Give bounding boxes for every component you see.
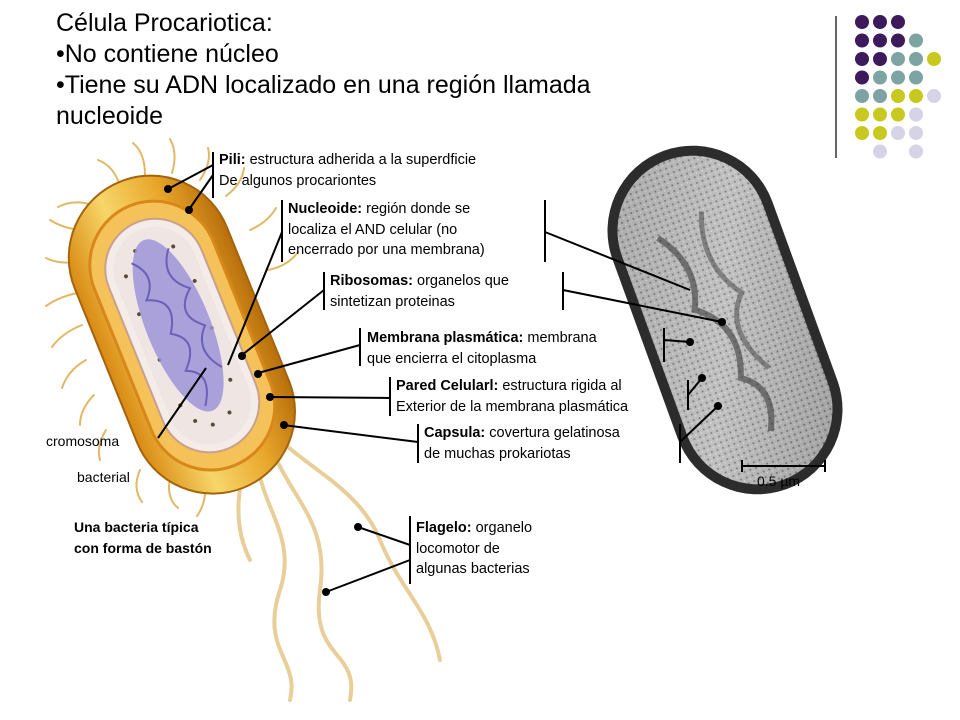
label-text: encerrado por una membrana) (288, 242, 485, 258)
label-text: región donde se (362, 201, 471, 217)
label-term: Pared Celularl: (396, 378, 499, 394)
caption-line: Una bacteria típica (74, 519, 199, 535)
title-line: nucleoide (56, 102, 164, 130)
decorative-dot (927, 52, 941, 66)
label-term: Nucleoide: (288, 201, 363, 217)
decorative-dot (873, 70, 887, 85)
decorative-dot (909, 107, 923, 122)
decorative-dot (873, 126, 887, 140)
bacterium-body (67, 174, 296, 495)
label-nucleoide: Nucleoide: región donde se localiza el A… (288, 199, 485, 261)
label-text: de muchas prokariotas (424, 445, 571, 462)
label-capsula: Capsula: covertura gelatinosa de muchas … (424, 423, 620, 464)
label-membrana: Membrana plasmática: membrana que encier… (367, 328, 597, 369)
decorative-dot (891, 107, 905, 122)
decorative-dot (855, 15, 869, 29)
label-ribosomas: Ribosomas: organelos que sintetizan prot… (330, 271, 509, 312)
decorative-dot (855, 89, 869, 103)
label-pili: Pili: estructura adherida a la superdfic… (219, 150, 476, 191)
title-line: •No contiene núcleo (56, 40, 279, 68)
label-pared: Pared Celularl: estructura rigida al Ext… (396, 376, 628, 417)
pointer-dots (164, 185, 726, 596)
title-line: •Tiene su ADN localizado en una región l… (56, 71, 591, 99)
label-text: membrana (523, 330, 597, 346)
figure-caption: Una bacteria típica con forma de bastón (74, 517, 212, 559)
label-text: Exterior de la membrana plasmática (396, 398, 629, 415)
label-term: Ribosomas: (330, 273, 413, 289)
bacterial-label: bacterial (77, 469, 130, 485)
label-text: algunas bacterias (416, 561, 530, 577)
decorative-dot (909, 33, 923, 48)
cromosoma-label: cromosoma (46, 433, 120, 449)
decorative-dot (855, 107, 869, 122)
label-term: Pili: (219, 152, 246, 168)
decorative-dot (891, 33, 905, 48)
decorative-dot (909, 144, 923, 159)
label-text: De algunos procariontes (219, 172, 377, 189)
decorative-dot (891, 126, 905, 140)
decorative-dot (909, 89, 923, 103)
decorative-dot (855, 126, 869, 140)
decorative-dot (909, 52, 923, 66)
decorative-dot (891, 70, 905, 85)
decorative-dot (927, 89, 941, 103)
label-text: que encierra el citoplasma (367, 350, 537, 367)
decorative-dot (909, 126, 923, 140)
decorative-dot (873, 15, 887, 29)
decorative-dot (909, 70, 923, 85)
label-flagelo: Flagelo: organelo locomotor de algunas b… (416, 518, 532, 580)
label-term: Flagelo: (416, 520, 472, 536)
caption-line: con forma de bastón (74, 540, 212, 556)
label-term: Capsula: (424, 425, 486, 441)
slide-title: Célula Procariotica: •No contiene núcleo… (56, 8, 816, 132)
pili-hairs (45, 138, 299, 517)
decorative-dot (873, 89, 887, 103)
decorative-dot (891, 52, 905, 66)
label-text: covertura gelatinosa (485, 425, 620, 441)
decorative-dot (855, 33, 869, 48)
decorative-dot (873, 107, 887, 122)
label-term: Membrana plasmática: (367, 330, 524, 346)
scale-bar-label: 0.5 µm (757, 473, 801, 489)
decorative-dot (855, 52, 869, 66)
label-text: localiza el AND celular (no (288, 221, 458, 238)
label-text: sintetizan proteinas (330, 293, 455, 310)
decorative-dot (855, 70, 869, 85)
decorative-dot (873, 52, 887, 66)
label-text: organelo (471, 520, 533, 536)
decorative-dot (873, 144, 887, 159)
label-text: locomotor de (416, 540, 500, 557)
decorative-dot (891, 15, 905, 29)
label-text: estructura adherida a la superdficie (245, 152, 477, 168)
label-text: organelos que (413, 273, 509, 289)
decorative-dot (873, 33, 887, 48)
leader-lines (157, 16, 837, 593)
decorative-dot (891, 89, 905, 103)
title-line: Célula Procariotica: (56, 9, 273, 37)
label-text: estructura rigida al (498, 378, 622, 394)
